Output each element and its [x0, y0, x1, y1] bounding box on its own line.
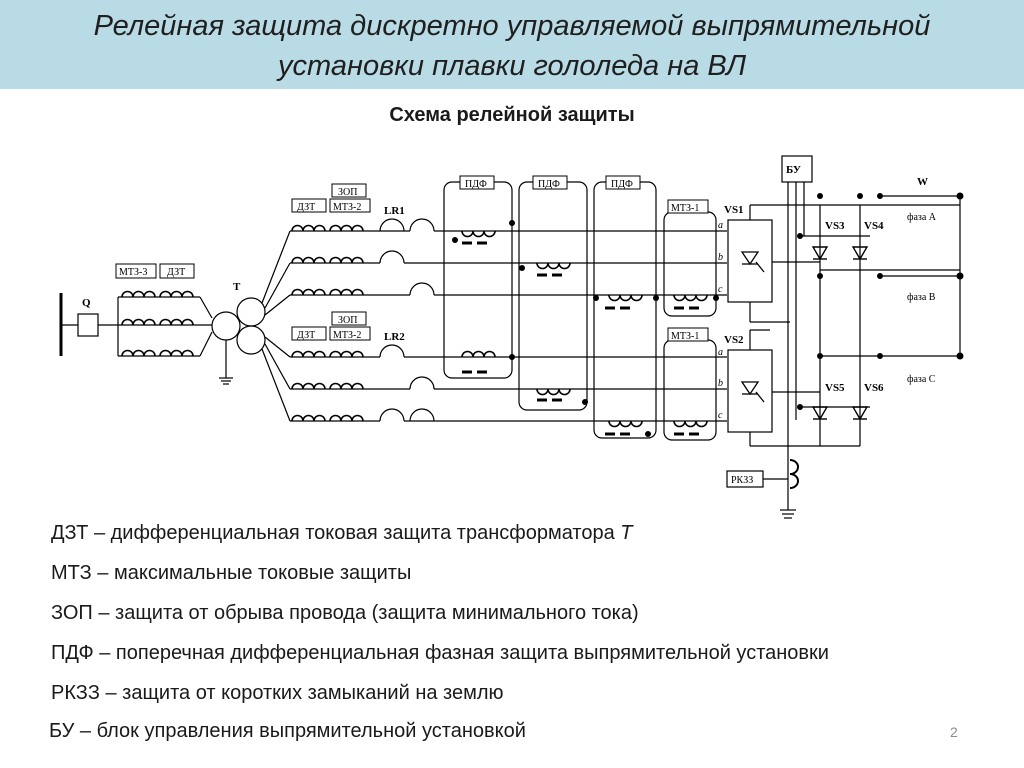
mtz2-label-2: МТЗ-2 — [333, 330, 361, 341]
vs4-label: VS4 — [864, 220, 884, 232]
pdf-label-2: ПДФ — [538, 179, 560, 190]
dzt-label-3: ДЗТ — [297, 330, 315, 341]
q-label: Q — [82, 297, 91, 309]
pdf-label-1: ПДФ — [465, 179, 487, 190]
legend-zop: ЗОП – защита от обрыва провода (защита м… — [51, 602, 639, 624]
legend-mtz: МТЗ – максимальные токовые защиты — [51, 562, 412, 584]
legend-bu: БУ – блок управления выпрямительной уста… — [49, 720, 526, 742]
lr2-label: LR2 — [384, 331, 405, 343]
t-label: T — [233, 281, 241, 293]
ct-group — [121, 224, 708, 428]
zop-label-1: ЗОП — [338, 187, 357, 198]
vs-symbols — [740, 251, 765, 403]
vs6-label: VS6 — [864, 382, 884, 394]
mtz1-label-1: МТЗ-1 — [671, 203, 699, 214]
title-line-1: Релейная защита дискретно управляемой вы… — [93, 10, 931, 42]
legend-dzt: ДЗТ – дифференциальная токовая защита тр… — [51, 522, 632, 545]
legend-dzt-text: ДЗТ – дифференциальная токовая защита тр… — [51, 522, 621, 544]
vs1-label: VS1 — [724, 204, 744, 216]
legend-rkzz: РКЗЗ – защита от коротких замыканий на з… — [51, 682, 504, 704]
vs5-label: VS5 — [825, 382, 845, 394]
letter-a-2: a — [718, 347, 723, 358]
pdf-label-3: ПДФ — [611, 179, 633, 190]
dzt-label-1: ДЗТ — [167, 267, 185, 278]
phase-a-label: фаза А — [907, 212, 937, 223]
mtz2-label-1: МТЗ-2 — [333, 202, 361, 213]
slide-title: Релейная защита дискретно управляемой вы… — [0, 6, 1024, 86]
phase-c-label: фаза С — [907, 374, 936, 385]
mtz1-label-2: МТЗ-1 — [671, 331, 699, 342]
letter-b-2: b — [718, 378, 723, 389]
page-number: 2 — [950, 724, 958, 740]
title-line-2: установки плавки гололеда на ВЛ — [278, 50, 746, 82]
dzt-label-2: ДЗТ — [297, 202, 315, 213]
zop-label-2: ЗОП — [338, 315, 357, 326]
letter-c-1: c — [718, 284, 723, 295]
rkzz-label: РКЗЗ — [731, 475, 753, 486]
vs3-label: VS3 — [825, 220, 845, 232]
legend-dzt-symbol: Т — [620, 522, 633, 544]
vs2-label: VS2 — [724, 334, 744, 346]
legend-pdf: ПДФ – поперечная дифференциальная фазная… — [51, 642, 829, 664]
relay-protection-diagram: МТЗ-3 ДЗТ ЗОП ДЗТ МТЗ-2 ЗОП ДЗТ МТЗ-2 ПД… — [59, 155, 964, 519]
diagram-subtitle: Схема релейной защиты — [389, 104, 635, 126]
letter-a-1: a — [718, 220, 723, 231]
bu-label: БУ — [786, 164, 801, 176]
lr1-label: LR1 — [384, 205, 405, 217]
title-band — [0, 0, 1024, 89]
letter-b-1: b — [718, 252, 723, 263]
letter-c-2: c — [718, 410, 723, 421]
phase-b-label: фаза В — [907, 292, 936, 303]
w-label: W — [917, 176, 928, 188]
mtz3-label: МТЗ-3 — [119, 267, 147, 278]
